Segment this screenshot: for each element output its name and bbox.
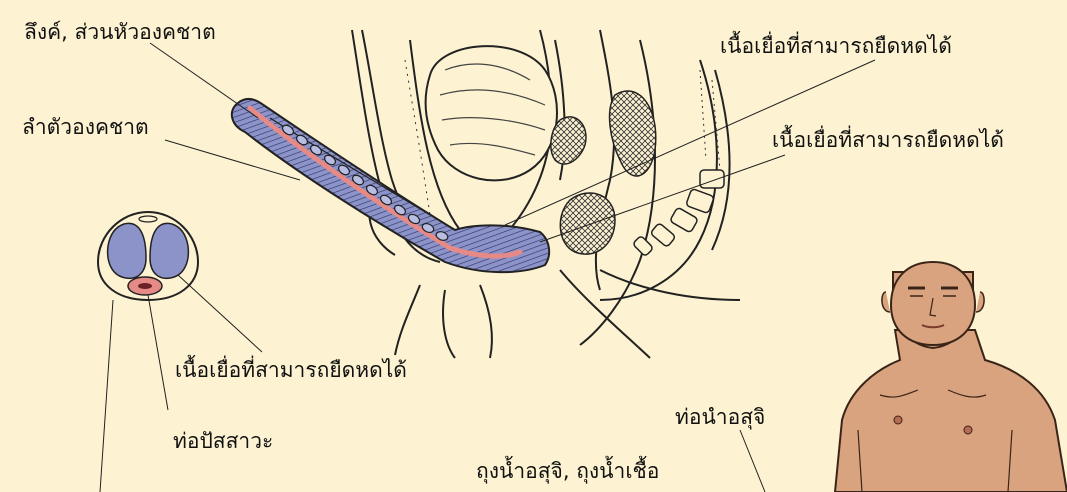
prostate-shape [560,193,615,254]
label-erectile-tissue-cross-section: เนื้อเยื่อที่สามารถยืดหดได้ [175,357,407,383]
penis-cross-section [98,212,198,300]
label-erectile-tissue-top: เนื้อเยื่อที่สามารถยืดหดได้ [720,33,952,59]
human-figure [835,262,1067,492]
label-urethra: ท่อปัสสาวะ [173,428,273,454]
label-glans: ลึงค์, ส่วนหัวองคชาต [24,19,216,45]
label-shaft: ลำตัวองคชาต [22,114,149,140]
bladder-shape [426,46,557,180]
label-erectile-tissue-middle: เนื้อเยื่อที่สามารถยืดหดได้ [772,127,1004,153]
label-vas-deferens: ท่อนำอสุจิ [675,404,765,430]
seminal-vesicle-shape [551,117,586,164]
label-seminal-vesicle: ถุงน้ำอสุจิ, ถุงน้ำเชื้อ [476,458,659,484]
pelvic-floor-dots [405,60,430,215]
rectum-shape [610,91,656,176]
